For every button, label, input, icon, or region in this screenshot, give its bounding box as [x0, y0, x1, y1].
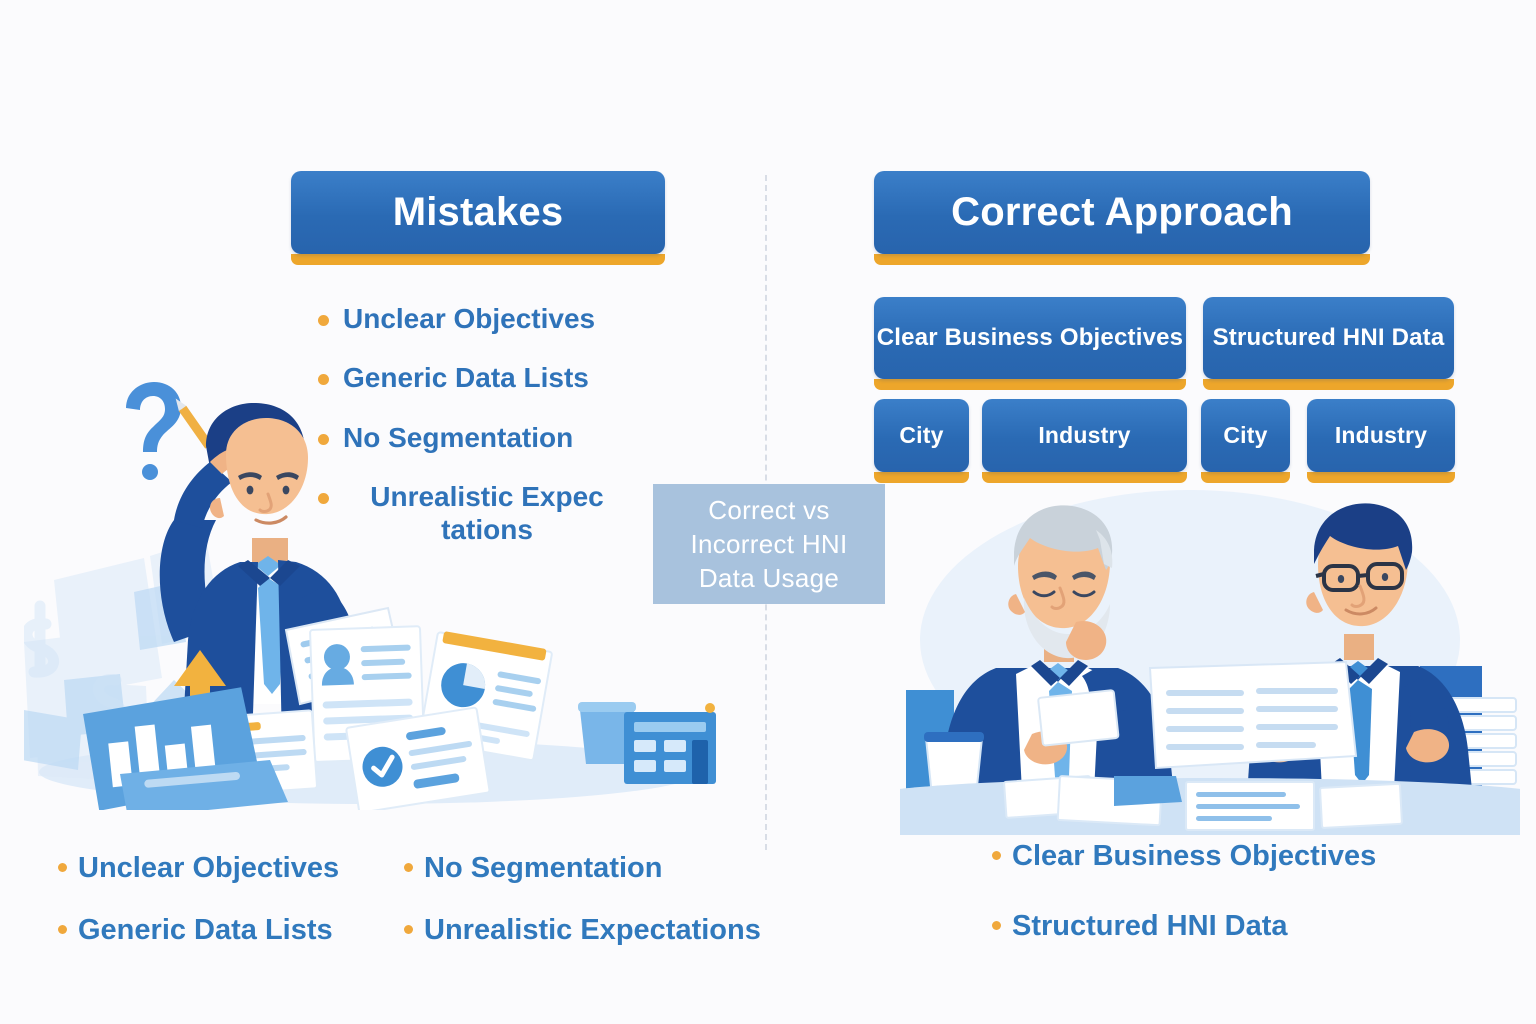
business-card [1037, 689, 1120, 747]
mistakes-bullet-4: Unrealistic Expec tations [343, 481, 631, 546]
box-industry-2[interactable]: Industry [1307, 399, 1455, 483]
footer-bullet-label: Unclear Objectives [78, 852, 340, 884]
cup-shape [578, 702, 636, 764]
bullet-dot-icon [58, 924, 67, 934]
box-industry-1[interactable]: Industry [982, 399, 1187, 483]
bullet-dot-icon [992, 850, 1001, 860]
box-city-1-label: City [899, 421, 944, 448]
box-city-2[interactable]: City [1201, 399, 1290, 483]
footer-bullet-unrealistic-expectations: Unrealistic Expectations [404, 914, 761, 947]
box-industry-1-label: Industry [1038, 421, 1131, 448]
bullet-dot-icon [58, 862, 67, 872]
bullet-dot-icon [318, 493, 329, 505]
footer-bullet-generic-data-lists: Generic Data Lists [58, 914, 333, 947]
mistakes-header-label: Mistakes [392, 190, 564, 235]
senior-businessman-figure [924, 505, 1176, 814]
building-icon [624, 703, 716, 784]
laptop-shape [120, 760, 288, 810]
footer-bullet-label: No Segmentation [424, 852, 663, 884]
bullet-dot-icon [404, 862, 413, 872]
footer-bullet-label: Unrealistic Expectations [424, 914, 761, 946]
list-item: Generic Data Lists [318, 362, 663, 394]
list-item: Unclear Objectives [318, 303, 663, 335]
mistakes-bullet-1: Unclear Objectives [343, 303, 596, 334]
footer-bullet-label: Generic Data Lists [78, 914, 333, 946]
footer-bullet-label: Clear Business Objectives [1012, 840, 1377, 872]
footer-bullet-structured-hni-data: Structured HNI Data [992, 910, 1288, 943]
caption-line-2: Incorrect HNI [690, 528, 848, 559]
mistakes-header-pill[interactable]: Mistakes [291, 171, 665, 265]
two-businessmen-meeting-illustration [900, 490, 1520, 835]
caption-line-3: Data Usage [698, 563, 840, 594]
mistakes-bullet-4-line1: Unrealistic Expec [370, 481, 604, 513]
bullet-dot-icon [404, 924, 413, 934]
list-item: Unrealistic Expec tations [318, 481, 663, 546]
box-structured-hni-data-label: Structured HNI Data [1212, 323, 1445, 351]
mistakes-bullet-3: No Segmentation [343, 421, 574, 453]
orange-marker-shape [174, 650, 226, 714]
bullet-dot-icon [318, 374, 329, 386]
footer-bullet-label: Structured HNI Data [1012, 910, 1288, 942]
footer-bullet-no-segmentation: No Segmentation [404, 852, 662, 885]
question-mark-icon [126, 382, 181, 480]
caption-line-1: Correct vs [708, 494, 830, 525]
eyeglasses-icon [1315, 562, 1404, 592]
list-item: No Segmentation [318, 422, 663, 454]
mistakes-bullet-2: Generic Data Lists [343, 362, 589, 394]
bullet-dot-icon [992, 920, 1001, 930]
held-report-sheet [1148, 660, 1358, 770]
caption-chip: Correct vs Incorrect HNI Data Usage [653, 484, 885, 604]
box-city-1[interactable]: City [874, 399, 969, 483]
desk-papers [1003, 775, 1403, 831]
box-clear-business-objectives-label: Clear Business Objectives [876, 323, 1184, 351]
bullet-dot-icon [318, 433, 329, 445]
checkmark-document-card [345, 706, 491, 810]
correct-approach-header-label: Correct Approach [951, 190, 1293, 235]
box-structured-hni-data[interactable]: Structured HNI Data [1203, 297, 1454, 390]
mistakes-bullet-4-line2: tations [441, 513, 533, 545]
confused-businessman-illustration [24, 382, 716, 810]
mistakes-bullet-list: Unclear Objectives Generic Data Lists No… [318, 303, 663, 573]
box-clear-business-objectives[interactable]: Clear Business Objectives [874, 297, 1186, 390]
box-city-2-label: City [1223, 421, 1268, 448]
footer-bullet-unclear-objectives: Unclear Objectives [58, 852, 339, 885]
junior-businessman-figure [1246, 503, 1474, 810]
caption-text: Correct vs Incorrect HNI Data Usage [690, 493, 847, 596]
correct-approach-header-pill[interactable]: Correct Approach [874, 171, 1370, 265]
coffee-cup [924, 732, 984, 797]
footer-bullet-clear-business-objectives: Clear Business Objectives [992, 840, 1376, 873]
box-industry-2-label: Industry [1334, 421, 1428, 448]
bullet-dot-icon [318, 315, 329, 326]
